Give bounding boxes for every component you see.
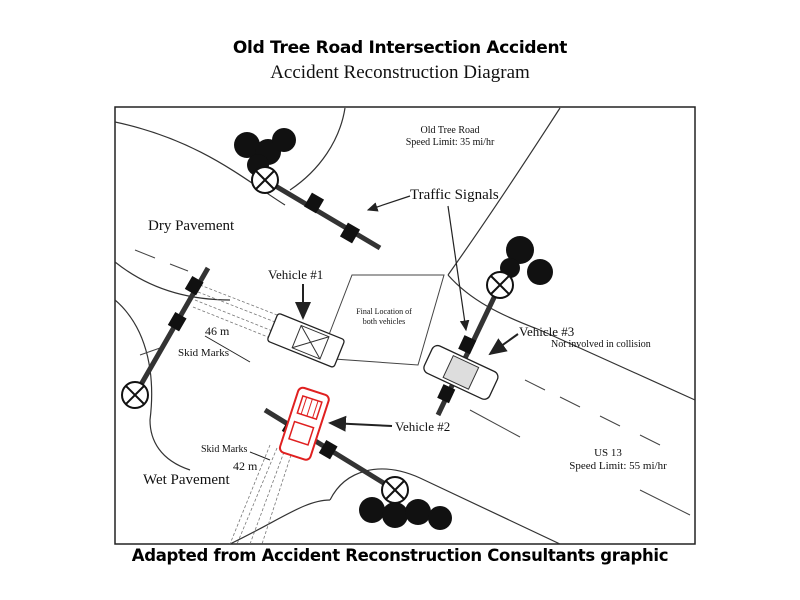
wet-pavement-label: Wet Pavement — [143, 472, 231, 488]
final-location-line2: both vehicles — [363, 317, 405, 326]
signal-pole-east — [435, 271, 514, 417]
skid2-distance-label: 42 m — [233, 459, 258, 473]
vehicle3-note: Not involved in collision — [551, 339, 651, 350]
old-tree-road-speed-label: Speed Limit: 35 mi/hr — [406, 137, 495, 148]
source-caption: Adapted from Accident Reconstruction Con… — [131, 546, 669, 565]
old-tree-road-west-edge — [289, 107, 346, 191]
skid2-label: Skid Marks — [201, 444, 248, 455]
road-edge-sw-curve — [115, 299, 191, 471]
road-edge-south — [229, 499, 331, 544]
traffic-signal-head — [184, 275, 204, 296]
old-tree-road-label: Old Tree Road — [421, 125, 480, 136]
us13-lower-edge — [329, 468, 561, 544]
traffic-signal-head — [458, 335, 477, 355]
us13-speed-label: Speed Limit: 55 mi/hr — [569, 460, 667, 472]
traffic-signal-head — [339, 222, 361, 244]
lane-markings — [134, 249, 691, 516]
traffic-signal-head — [318, 439, 338, 460]
page-title: Old Tree Road Intersection Accident — [232, 38, 568, 58]
skid1-leader — [204, 335, 251, 363]
traffic-signal-head — [167, 311, 187, 332]
signal-arrow-east — [447, 205, 470, 332]
vehicle3-arrow — [488, 333, 519, 356]
page-subtitle: Accident Reconstruction Diagram — [270, 62, 530, 83]
skid1-label: Skid Marks — [178, 347, 229, 359]
skid2-leader — [249, 451, 271, 461]
vehicle-1 — [267, 313, 345, 368]
dry-pavement-label: Dry Pavement — [148, 218, 235, 234]
signal-pole-west — [121, 266, 211, 409]
final-location-line1: Final Location of — [356, 307, 412, 316]
traffic-signals-label: Traffic Signals — [410, 187, 499, 203]
signal-pole-nw — [251, 166, 382, 251]
final-location-box — [319, 274, 445, 366]
skid1-distance-label: 46 m — [205, 324, 230, 338]
us13-upper-edge — [539, 329, 695, 401]
vehicle2-label: Vehicle #2 — [395, 419, 450, 434]
old-tree-road-east-edge — [447, 107, 561, 276]
leader-arrows — [204, 195, 519, 461]
tree-cluster-ne — [500, 236, 553, 285]
vehicle1-label: Vehicle #1 — [268, 267, 323, 282]
tree-cluster-south — [359, 497, 452, 530]
road-edges — [115, 107, 695, 544]
vehicle-2 — [278, 386, 330, 461]
road-edge-nw-upper — [115, 121, 286, 206]
us13-label: US 13 — [594, 447, 622, 459]
traffic-signal-head — [437, 384, 456, 404]
vehicle-3 — [423, 344, 499, 400]
vehicle3-label: Vehicle #3 — [519, 324, 574, 339]
traffic-signal-head — [303, 192, 325, 214]
signal-arrow-nw — [366, 195, 411, 212]
vehicle2-arrow — [328, 415, 393, 432]
skid-marks-vehicle2 — [229, 444, 292, 544]
